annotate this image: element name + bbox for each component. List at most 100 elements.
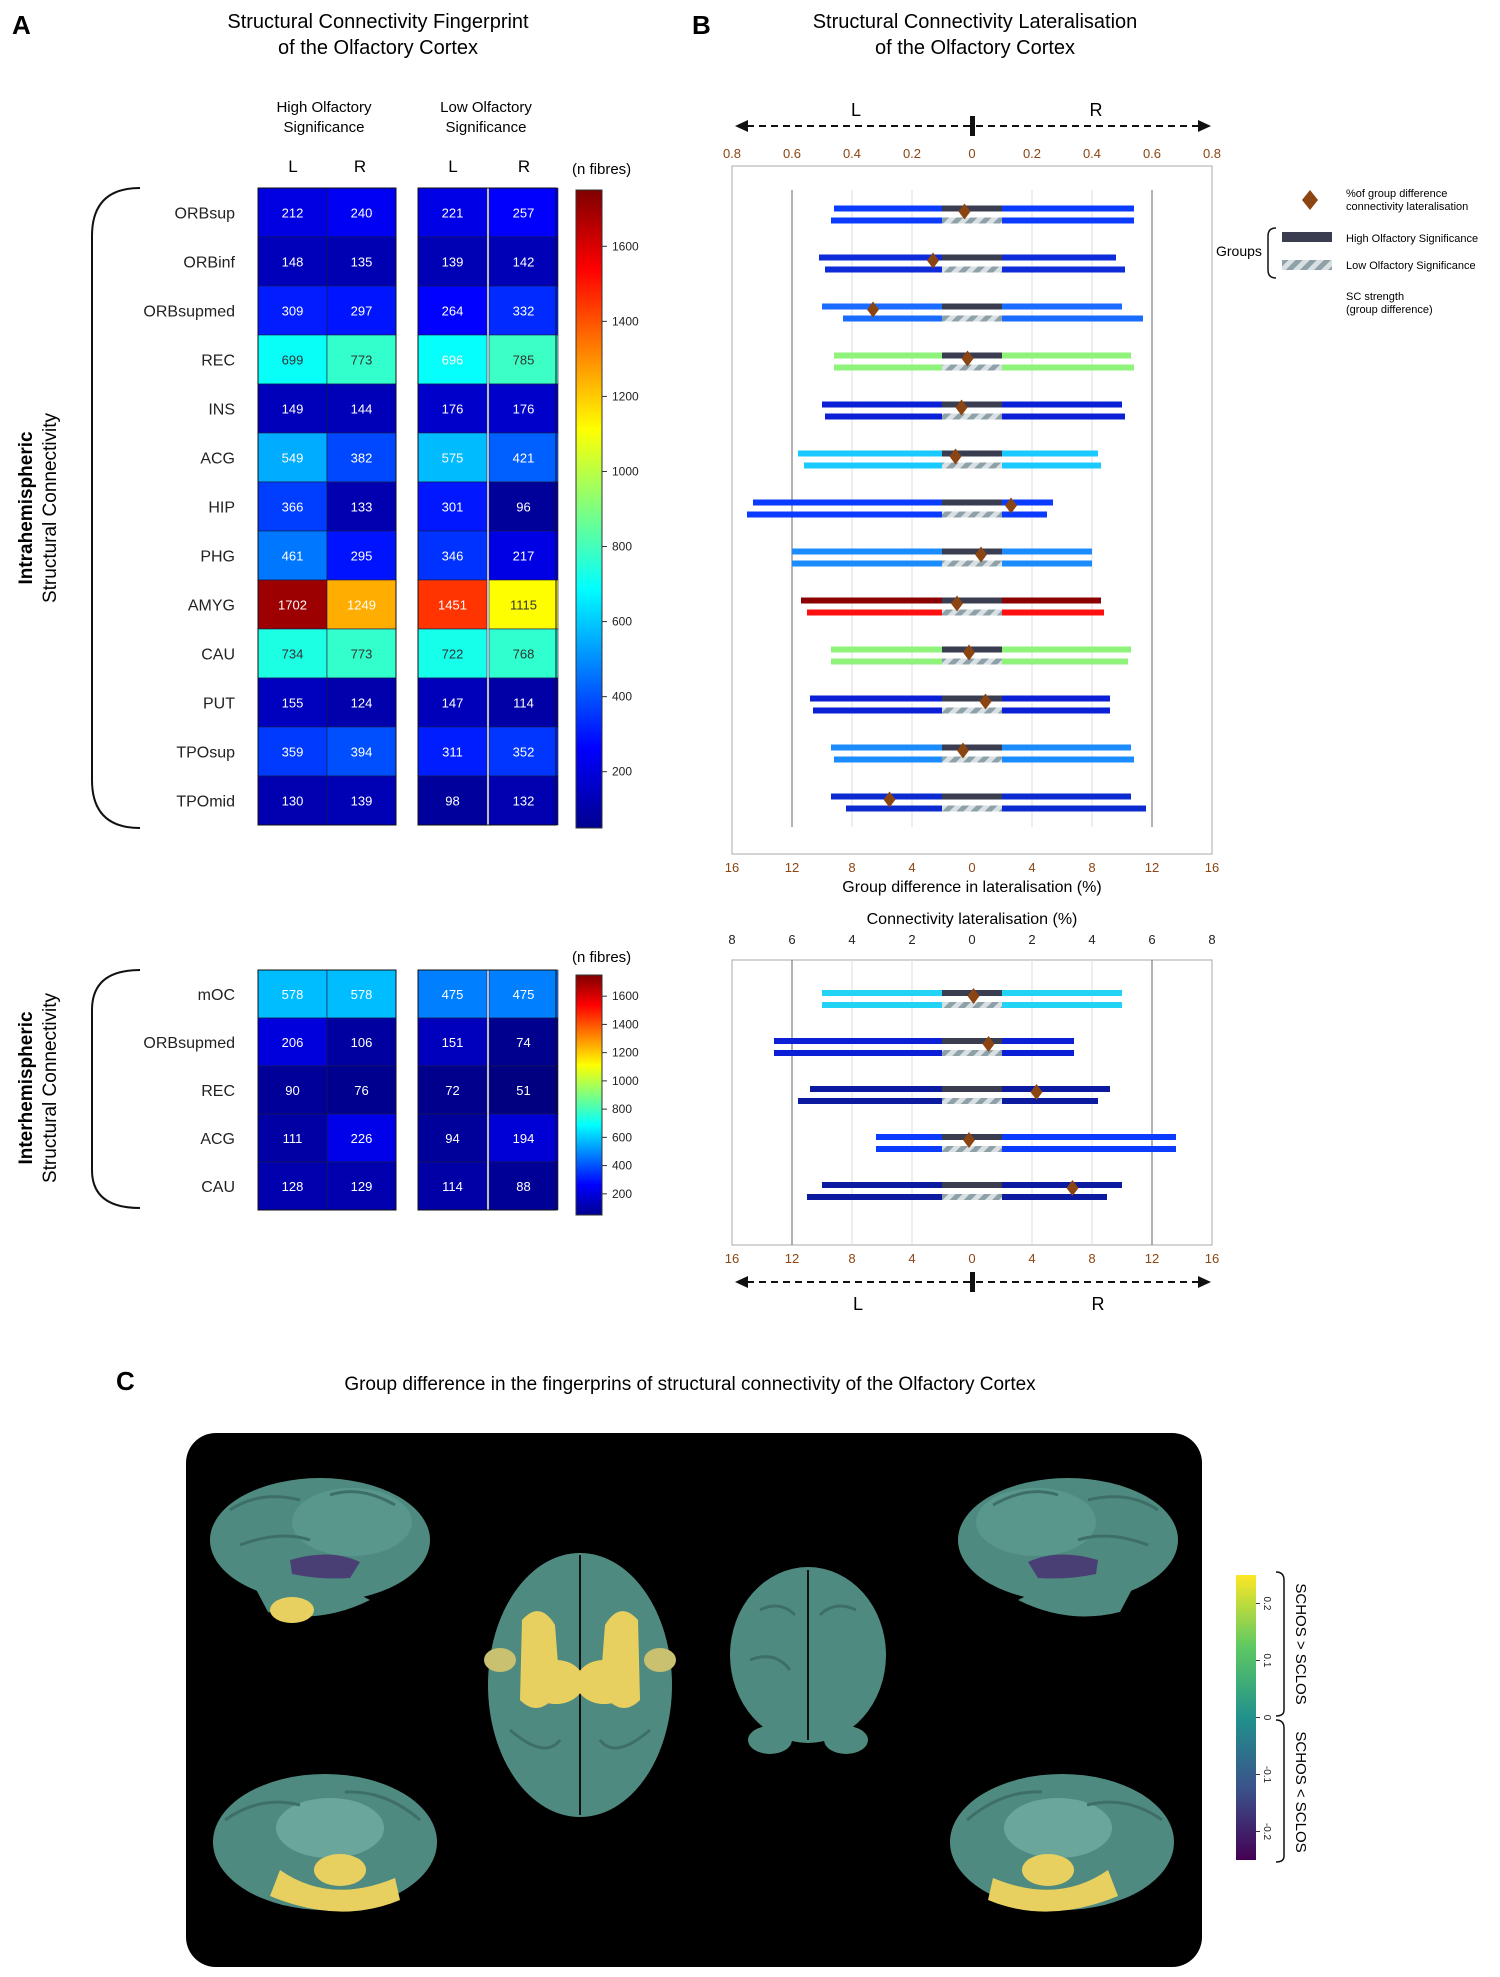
bar-low-core xyxy=(942,609,1002,616)
panel-c-title: Group difference in the fingerprins of s… xyxy=(344,1374,1036,1395)
colorbar-tick-label: 400 xyxy=(612,1159,632,1173)
heatmap-block-low xyxy=(417,969,557,1211)
row-label: ORBsupmed xyxy=(143,304,235,321)
row-label: PUT xyxy=(203,696,235,713)
col-low-r: R xyxy=(518,157,530,176)
heatmap-cell xyxy=(488,775,559,826)
bar-high-core xyxy=(942,548,1002,555)
heatmap-cell xyxy=(417,726,488,777)
colorbar-tick-label: 1400 xyxy=(612,1017,639,1031)
heatmap-cell xyxy=(417,1161,488,1211)
bar-low xyxy=(876,1146,1176,1152)
bar-high-core xyxy=(942,499,1002,506)
axis-tick-label-bottom: 4 xyxy=(908,860,915,875)
cell-value: 51 xyxy=(516,1083,530,1098)
heatmap-cell xyxy=(488,481,559,532)
panel-b-title-1: Structural Connectivity Lateralisation xyxy=(813,11,1138,33)
heatmap-cell xyxy=(488,236,559,287)
colorbar-unit-intra: (n fibres) xyxy=(572,161,631,178)
row-label: ORBinf xyxy=(183,255,235,272)
cell-value: 133 xyxy=(351,500,373,515)
legend-high-swatch xyxy=(1282,232,1332,242)
colorbar-unit-inter: (n fibres) xyxy=(572,949,631,966)
cell-value: 768 xyxy=(513,647,535,662)
xlabel-lower-top: Connectivity lateralisation (%) xyxy=(867,911,1078,928)
cell-value: 346 xyxy=(442,549,464,564)
heatmap-cell xyxy=(257,187,328,238)
cell-value: 149 xyxy=(282,402,304,417)
row-label: INS xyxy=(208,402,235,419)
heatmap-cell xyxy=(417,334,488,385)
heatmap-cell xyxy=(417,628,488,679)
bar-high-core xyxy=(942,254,1002,261)
heatmap-cell xyxy=(326,628,397,679)
group-low-label-1: Low Olfactory xyxy=(440,99,532,116)
panel-a-title-1: Structural Connectivity Fingerprint xyxy=(227,11,529,33)
cell-value: 155 xyxy=(282,696,304,711)
axis-tick-label-top: 0.4 xyxy=(1083,146,1101,161)
cell-value: 128 xyxy=(282,1179,304,1194)
cell-value: 111 xyxy=(283,1131,303,1146)
row-label: ACG xyxy=(200,1131,235,1148)
brain-left-lateral xyxy=(210,1478,430,1623)
plot-intra-frame xyxy=(731,165,1213,855)
bar-low-core xyxy=(942,462,1002,469)
cell-value: 147 xyxy=(442,696,464,711)
colorbar-tick-label: 1600 xyxy=(612,239,639,253)
colorbar-bracket-neg xyxy=(1275,1719,1285,1863)
axis-tick-label-top: 8 xyxy=(728,932,735,947)
xlabel-upper: Group difference in lateralisation (%) xyxy=(842,879,1101,896)
row-label: AMYG xyxy=(188,598,235,615)
bar-low-core xyxy=(942,1002,1002,1008)
axis-tick-label-top: 0.2 xyxy=(1023,146,1041,161)
cell-value: 394 xyxy=(351,745,373,760)
legend-groups-bracket xyxy=(1267,227,1277,279)
arrowhead-left-bottom xyxy=(735,1276,748,1288)
heatmap-cell xyxy=(257,1065,328,1115)
heatmap-cell xyxy=(257,481,328,532)
cell-value: 549 xyxy=(282,451,304,466)
bar-low-core xyxy=(942,217,1002,224)
inter-bracket xyxy=(91,969,141,1209)
bar-high-core xyxy=(942,1038,1002,1044)
colorbar-tick-label: 0.1 xyxy=(1261,1654,1272,1668)
viridis-colorbar-ticks: 0.20.10-0.1-0.2 xyxy=(1256,1597,1272,1841)
axis-tick-label-bottom: 12 xyxy=(785,1251,799,1266)
axis-tick-label-bottom: 12 xyxy=(1145,1251,1159,1266)
cell-value: 139 xyxy=(351,794,373,809)
cell-value: 773 xyxy=(351,353,373,368)
colorbar-tick-label: 200 xyxy=(612,765,632,779)
diamond-marker xyxy=(927,252,939,269)
bar-high-core xyxy=(942,401,1002,408)
axis-tick-label-bottom: 12 xyxy=(1145,860,1159,875)
cell-value: 88 xyxy=(516,1179,530,1194)
axis-tick-label-top: 0.6 xyxy=(1143,146,1161,161)
brain-ventral xyxy=(484,1553,676,1817)
heatmap-cell xyxy=(326,677,397,728)
cell-value: 475 xyxy=(513,987,535,1002)
cell-value: 96 xyxy=(516,500,530,515)
cell-value: 226 xyxy=(351,1131,373,1146)
row-label: CAU xyxy=(201,1179,235,1196)
bar-low-core xyxy=(942,511,1002,518)
cell-value: 722 xyxy=(442,647,464,662)
colorbar-tick-label: -0.2 xyxy=(1261,1823,1272,1841)
axis-tick-label-bottom: 8 xyxy=(848,1251,855,1266)
diamond-marker xyxy=(867,301,879,318)
colorbar-tick-label: 600 xyxy=(612,615,632,629)
heatmap-cell xyxy=(326,285,397,336)
brain-right-lateral xyxy=(958,1478,1178,1617)
axis-tick-label-top: 0.8 xyxy=(723,146,741,161)
bar-high-core xyxy=(942,352,1002,359)
heatmap-cell xyxy=(417,1017,488,1067)
diamond-marker xyxy=(961,350,974,367)
cell-value: 295 xyxy=(351,549,373,564)
colorbar-tick-label: 1400 xyxy=(612,314,639,328)
heatmap-cell xyxy=(257,530,328,581)
cell-value: 135 xyxy=(351,255,373,270)
heatmap-cell xyxy=(257,775,328,826)
cell-value: 734 xyxy=(282,647,304,662)
row-label: ORBsupmed xyxy=(143,1035,235,1052)
